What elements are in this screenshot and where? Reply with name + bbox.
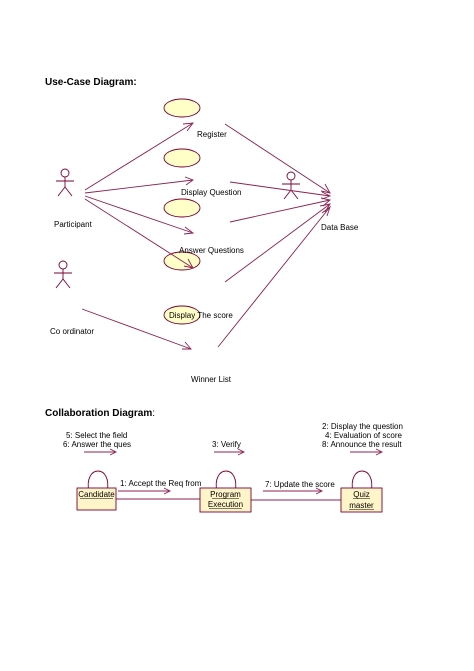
use-case-diagram-title: Use-Case Diagram:: [45, 77, 137, 88]
message-evaluation: 4: Evaluation of score: [325, 431, 402, 440]
program-execution-label-line1: Program: [210, 490, 241, 499]
coordinator-association: [81, 308, 192, 350]
candidate-self-loop: [87, 470, 109, 493]
candidate-label: Candidate: [78, 490, 115, 499]
use-case-display-question: [163, 148, 201, 168]
quiz-master-label-line1: Quiz: [353, 490, 369, 499]
coordinator-actor: [54, 260, 72, 289]
database-actor: [282, 171, 300, 200]
use-case-diagram: Use-Case Diagram: Register Display Quest…: [45, 77, 359, 384]
message-update-score: 7: Update the score: [265, 480, 335, 489]
use-case-display-question-label: Display Question: [181, 188, 241, 197]
use-case-answer-questions-label: Answer Questions: [179, 246, 244, 255]
message-arrows: [84, 448, 384, 495]
object-links: [116, 498, 341, 501]
database-associations: [217, 123, 332, 348]
use-case-winner-list-label: Winner List: [191, 375, 232, 384]
candidate-object: Candidate: [76, 487, 117, 511]
use-case-register-label: Register: [197, 130, 227, 139]
quiz-master-label-line2: master: [349, 501, 374, 510]
participant-associations: [84, 122, 195, 269]
message-display-question: 2: Display the question: [322, 422, 403, 431]
participant-label: Participant: [54, 220, 93, 229]
message-answer-ques: 6: Answer the ques: [63, 440, 131, 449]
message-verify: 3: Verify: [212, 440, 241, 449]
use-case-display-score: [163, 305, 201, 325]
use-case-answer-questions: [163, 198, 201, 218]
use-case-display-score-label: Display The score: [169, 311, 233, 320]
quiz-master-object: Quiz master: [340, 487, 383, 513]
message-accept-req: 1: Accept the Req from: [120, 479, 202, 488]
coordinator-label: Co ordinator: [50, 327, 94, 336]
database-label: Data Base: [321, 223, 359, 232]
participant-actor: [56, 168, 74, 197]
use-case-register: [163, 98, 201, 118]
program-execution-label-line2: Execution: [208, 500, 243, 509]
collaboration-diagram: Collaboration Diagram: 5: Select the fie…: [45, 408, 403, 513]
collaboration-diagram-title: Collaboration Diagram:: [45, 408, 155, 419]
message-announce: 8: Announce the result: [322, 440, 402, 449]
message-select-field: 5: Select the field: [66, 431, 127, 440]
program-execution-self-loop: [215, 470, 237, 493]
quiz-master-self-loop: [351, 470, 373, 493]
program-execution-object: Program Execution: [199, 487, 252, 513]
